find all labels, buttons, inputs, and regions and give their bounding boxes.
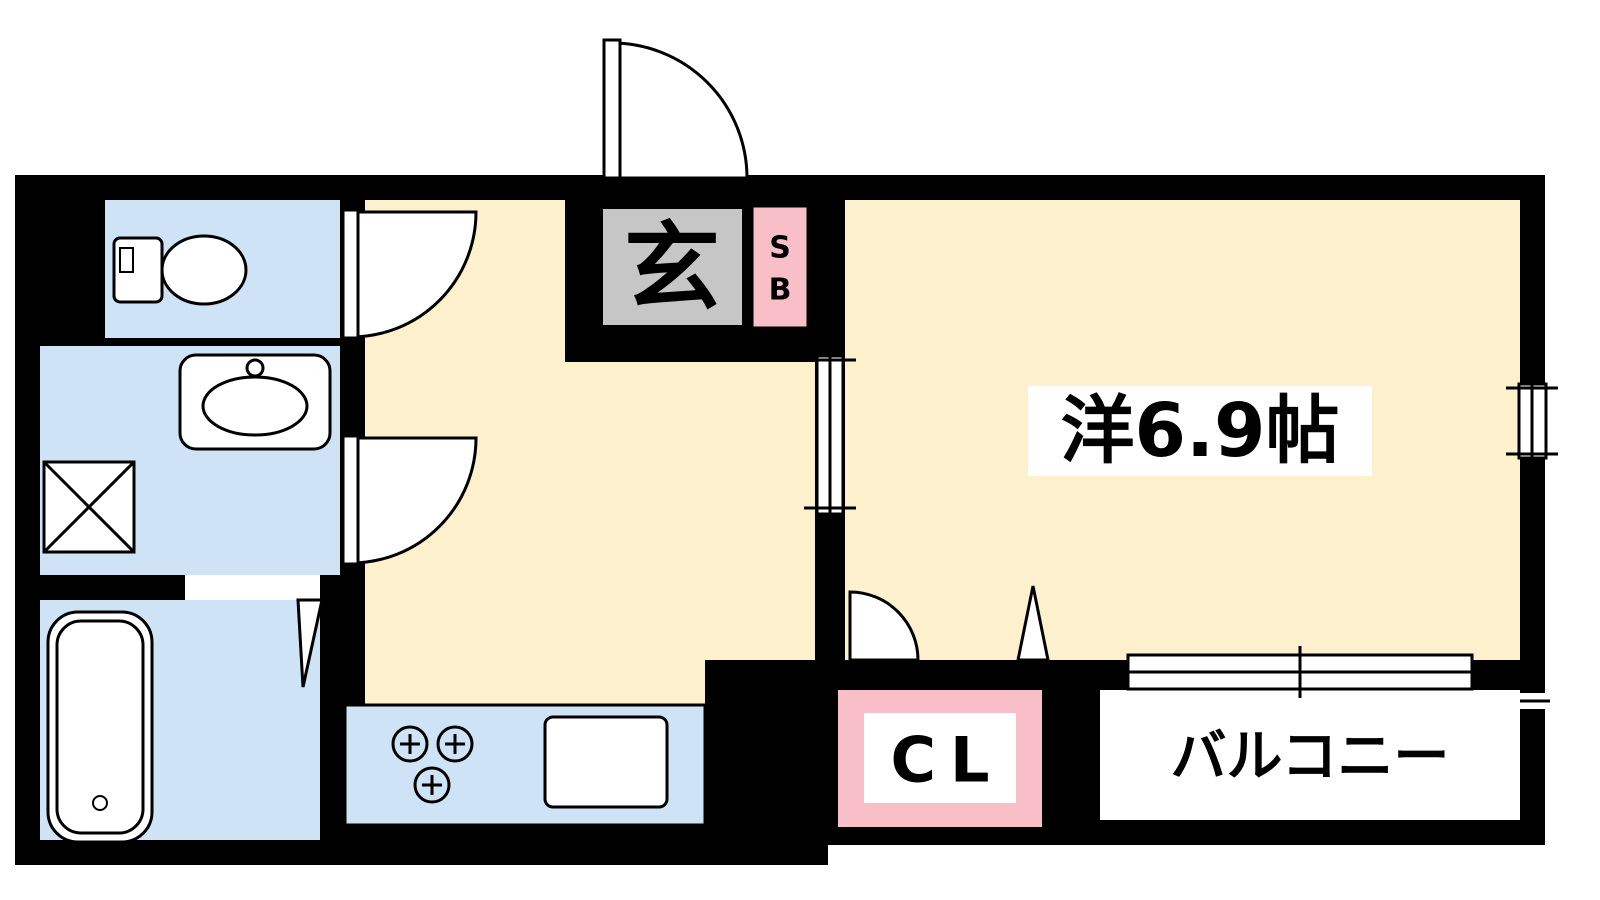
closet-door-leaf [1016,585,1050,662]
bottom-right-trim [828,845,1545,867]
bathroom-door-leaf [296,598,324,688]
entrance-door-arc [610,41,749,180]
western-room-label: 洋6.9帖 [1060,388,1339,474]
closet-label: CL [890,724,1003,797]
shoe-box-label-b: B [769,273,792,308]
hallway-lower-strip [365,660,705,705]
washer-pan-cross-2 [42,460,136,554]
entrance-genkan-box [597,203,748,331]
closet-door-arc [848,590,920,662]
bathtub-drain [92,795,108,811]
bathtub-outer [46,610,154,844]
closet-label-patch [864,713,1016,803]
toilet-door-arc [349,210,478,339]
bathtub-inner [55,619,145,835]
stove-burner-3 [413,766,451,804]
stove-burner-2 [436,725,474,763]
toilet-door-leaf [341,208,360,340]
shoe-box-label-s: S [769,231,791,266]
bathroom-doorway-gap [185,575,320,600]
toilet-flush-handle [119,247,134,273]
entrance-door-leaf [602,38,622,180]
shoe-box [750,204,810,330]
washroom-door-arc [349,436,478,565]
washroom-door-leaf [341,434,360,566]
western-room-label-patch [1028,386,1372,476]
toilet-bowl [160,234,248,306]
balcony-label: バルコニー [1171,725,1450,790]
kitchen-sink [543,715,669,809]
entrance-label: 玄 [624,212,720,324]
washbasin-faucet [245,358,265,378]
stove-burner-1 [391,725,429,763]
washbasin-bowl [201,375,309,437]
balcony-floor [1100,690,1520,820]
